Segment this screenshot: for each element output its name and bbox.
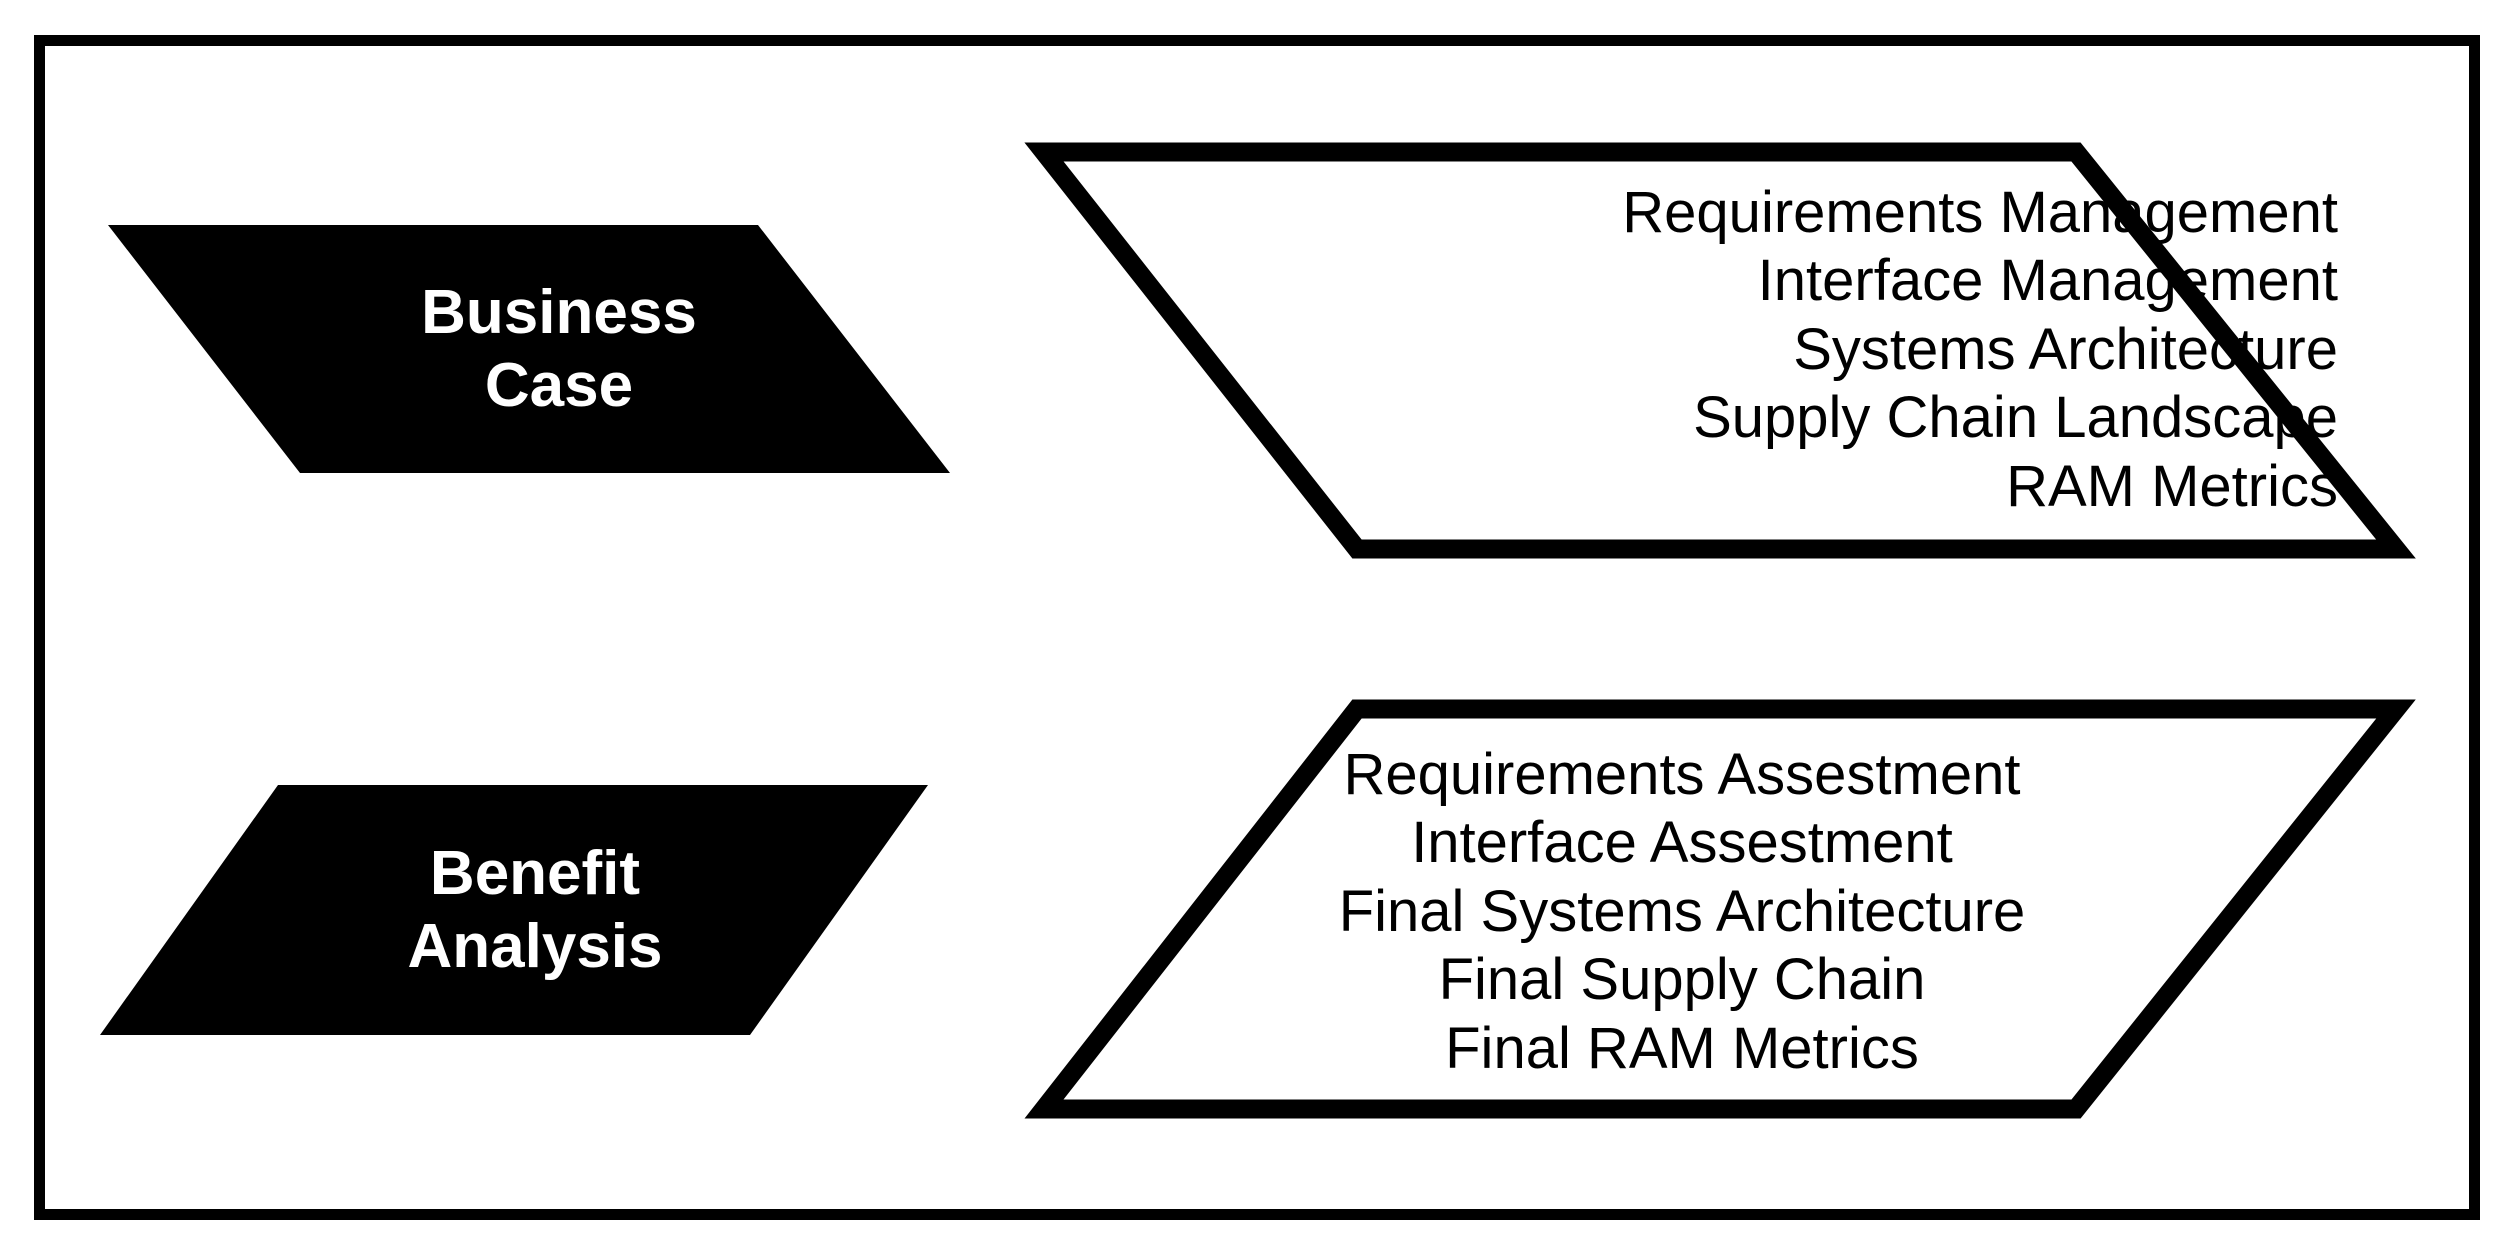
- phase2-outputs-list: Requirements Assestment Interface Assest…: [1339, 741, 2026, 1083]
- phase2-output-item: Final Systems Architecture: [1338, 878, 2026, 944]
- phase1-output-item: Supply Chain Landscape: [1693, 385, 2338, 451]
- business-case-label-stack: Business Case: [421, 276, 697, 422]
- business-case-label-line-1: Business: [421, 277, 697, 347]
- phase1-output-item: Interface Management: [1757, 248, 2338, 314]
- phase2-output-item: Interface Assestment: [1411, 810, 1953, 876]
- benefit-analysis-label-stack: Benefit Analysis: [407, 837, 662, 983]
- benefit-analysis-label-line-1: Benefit: [429, 838, 641, 908]
- business-case-label: Business Case: [108, 225, 950, 473]
- phase1-output-item: RAM Metrics: [2006, 453, 2338, 519]
- phase2-output-item: Final Supply Chain: [1438, 947, 1926, 1013]
- phase2-outputs-label: Requirements Assestment Interface Assest…: [1025, 712, 2355, 1112]
- phase2-output-item: Requirements Assestment: [1343, 741, 2021, 807]
- business-case-label-line-2: Case: [484, 351, 634, 420]
- benefit-analysis-label: Benefit Analysis: [78, 785, 920, 1035]
- phase1-outputs-list: Requirements Management Interface Manage…: [1622, 179, 2338, 521]
- phase1-output-item: Requirements Management: [1622, 179, 2338, 245]
- phase2-output-item: Final RAM Metrics: [1445, 1015, 1919, 1081]
- phase1-output-item: Systems Architecture: [1793, 316, 2338, 382]
- benefit-analysis-label-line-2: Analysis: [407, 912, 663, 981]
- phase1-outputs-label: Requirements Management Interface Manage…: [1060, 150, 2380, 550]
- diagram-outer-frame: [34, 35, 2480, 1220]
